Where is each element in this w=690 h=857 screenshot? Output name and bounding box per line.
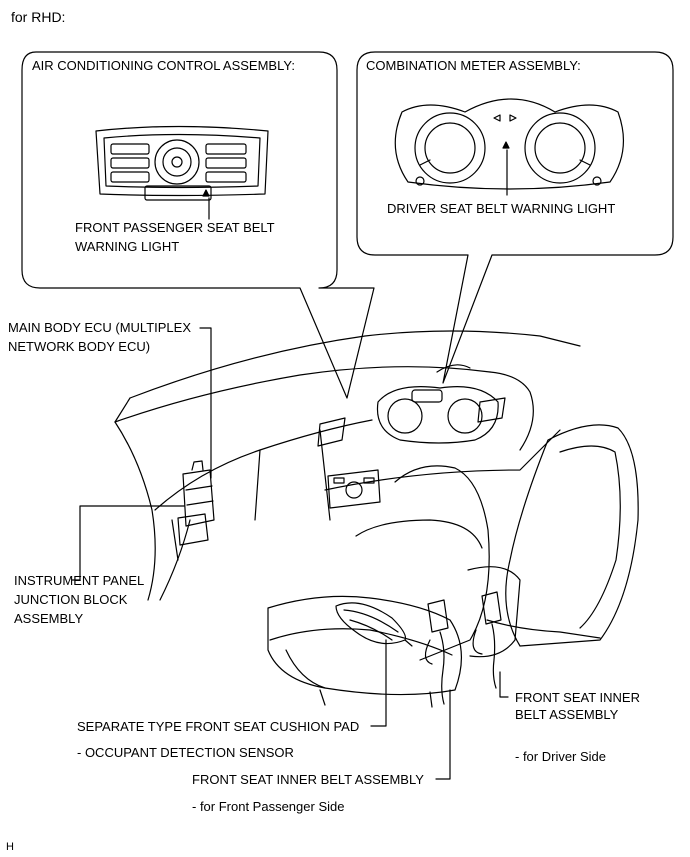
figure-code: H bbox=[6, 841, 14, 853]
junction-block-label-1: INSTRUMENT PANEL bbox=[14, 573, 145, 588]
passenger-belt-buckle bbox=[424, 599, 449, 705]
meter-callout-box bbox=[356, 51, 674, 384]
main-body-ecu-label-1: MAIN BODY ECU (MULTIPLEX bbox=[8, 320, 191, 335]
ac-callout-title: AIR CONDITIONING CONTROL ASSEMBLY: bbox=[32, 58, 295, 73]
driver-warning-light-label: DRIVER SEAT BELT WARNING LIGHT bbox=[387, 201, 616, 216]
main-body-ecu-label-2: NETWORK BODY ECU) bbox=[8, 339, 151, 354]
cushion-pad-label: SEPARATE TYPE FRONT SEAT CUSHION PAD bbox=[77, 719, 360, 734]
inner-belt-passenger-label: FRONT SEAT INNER BELT ASSEMBLY bbox=[192, 772, 424, 787]
dash-meter-cluster bbox=[317, 386, 506, 447]
cushion-pad-sensor bbox=[335, 602, 413, 647]
passenger-warning-light-label-2: WARNING LIGHT bbox=[75, 239, 180, 254]
meter-callout-title: COMBINATION METER ASSEMBLY: bbox=[366, 58, 581, 73]
page-title: for RHD: bbox=[11, 9, 66, 25]
inner-belt-driver-label-1: FRONT SEAT INNER bbox=[515, 690, 640, 705]
inner-belt-driver-label-2: BELT ASSEMBLY bbox=[515, 707, 619, 722]
junction-block-label-3: ASSEMBLY bbox=[14, 611, 84, 626]
driver-belt-buckle bbox=[472, 591, 502, 689]
cushion-pad-sub-label: - OCCUPANT DETECTION SENSOR bbox=[77, 745, 294, 760]
leader-lines bbox=[71, 327, 509, 780]
inner-belt-passenger-sub-label: - for Front Passenger Side bbox=[192, 799, 345, 814]
combination-meter-icon bbox=[394, 98, 624, 190]
instrument-panel-outline bbox=[114, 330, 581, 601]
ac-control-panel-icon bbox=[95, 125, 269, 201]
junction-block-label-2: JUNCTION BLOCK bbox=[14, 592, 128, 607]
passenger-warning-light-label-1: FRONT PASSENGER SEAT BELT bbox=[75, 220, 275, 235]
inner-belt-driver-sub-label: - for Driver Side bbox=[515, 749, 607, 764]
ecu-junction-block bbox=[177, 460, 215, 546]
dash-ac-panel bbox=[327, 469, 381, 509]
ac-callout-box bbox=[21, 51, 375, 399]
